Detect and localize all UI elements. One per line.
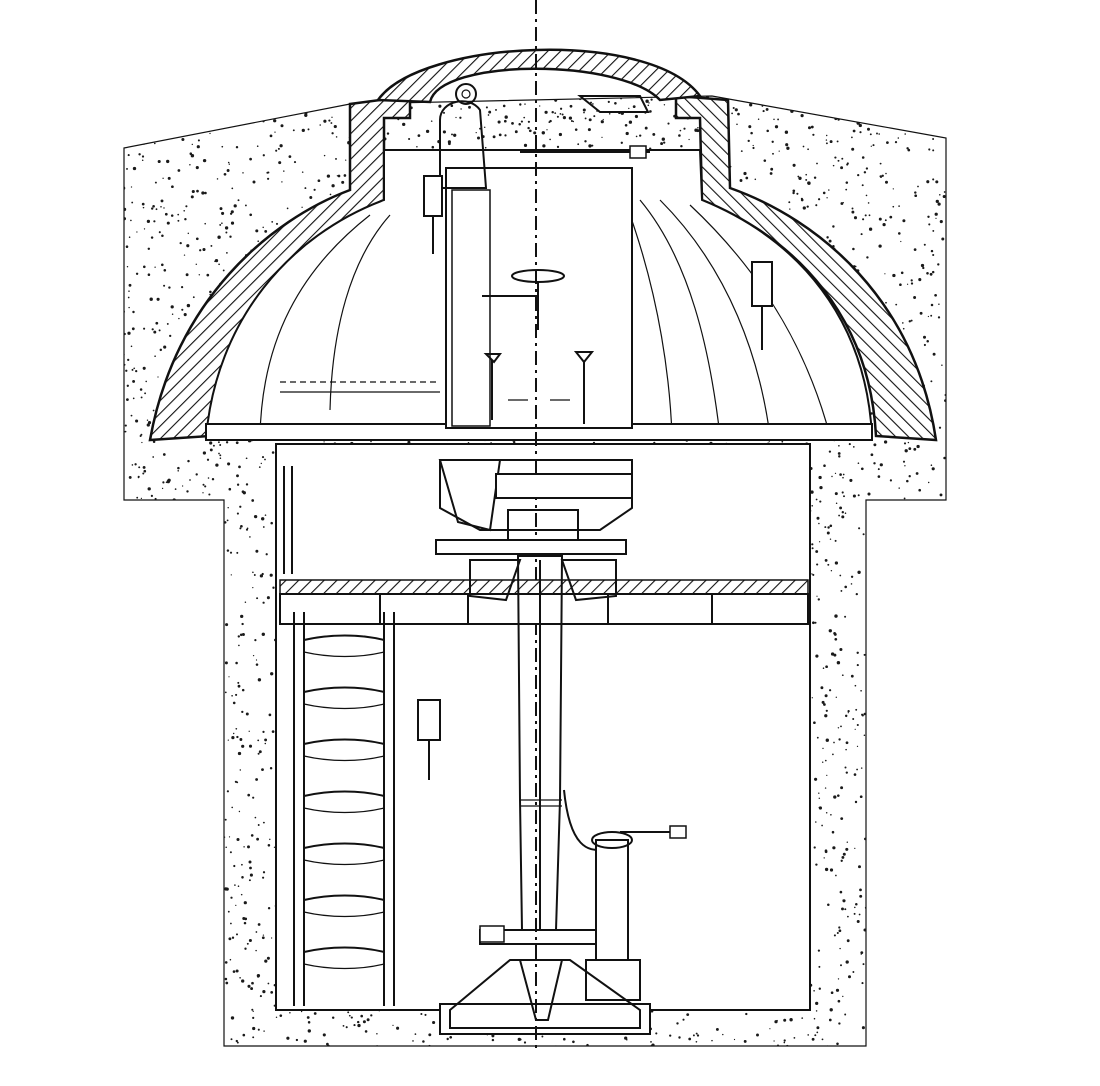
ladder-rung: [303, 738, 385, 745]
roller-ring-platform: [435, 459, 633, 555]
gun-column-upper: [439, 0, 650, 1050]
dome-cupola: [375, 48, 703, 104]
access-ladder: [293, 612, 395, 1006]
wall-grab-rail: [283, 466, 293, 574]
hydraulic-pump: [563, 789, 687, 1001]
ladder-rung-underside: [303, 755, 385, 762]
ladder-rung-underside: [303, 859, 385, 866]
ladder-rung: [303, 842, 385, 849]
ladder-rung-underside: [303, 651, 385, 658]
ladder-rung-underside: [303, 807, 385, 814]
ladder-rung: [303, 946, 385, 953]
wall-lantern-upper-left: [423, 175, 443, 254]
ladder-rung: [303, 894, 385, 901]
wall-lantern-upper-right: [751, 261, 773, 350]
ladder-rung: [303, 686, 385, 693]
ladder-rung-underside: [303, 911, 385, 918]
ladder-rung: [303, 790, 385, 797]
ladder-rung: [303, 634, 385, 641]
central-pivot-shaft: [469, 555, 617, 931]
ladder-rung-underside: [303, 963, 385, 970]
intermediate-floor: [279, 579, 809, 625]
ladder-rung-underside: [303, 703, 385, 710]
wall-lantern-shaft: [417, 699, 441, 780]
